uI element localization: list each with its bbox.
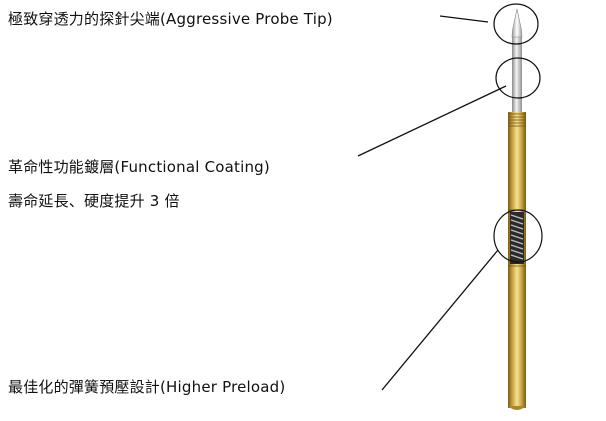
tip-leader-line [439,15,489,23]
functional-coating-label: 革命性功能鍍層(Functional Coating) [8,158,270,176]
tip-highlight-circle [493,3,539,45]
lifetime-hardness-label: 壽命延長、硬度提升 3 倍 [8,192,180,210]
coating-leader-line [357,85,507,157]
coating-highlight-circle [495,57,541,99]
probe-tip-label: 極致穿透力的探針尖端(Aggressive Probe Tip) [8,10,333,28]
plunger-shaft [512,36,522,112]
probe-tip [511,8,523,38]
higher-preload-label: 最佳化的彈簧預壓設計(Higher Preload) [8,378,286,396]
barrel-bottom-end [508,406,526,410]
barrel-top-rings [508,113,526,127]
spring-coils [510,214,524,260]
spring-highlight-circle [493,209,543,263]
preload-leader-line [381,249,499,391]
